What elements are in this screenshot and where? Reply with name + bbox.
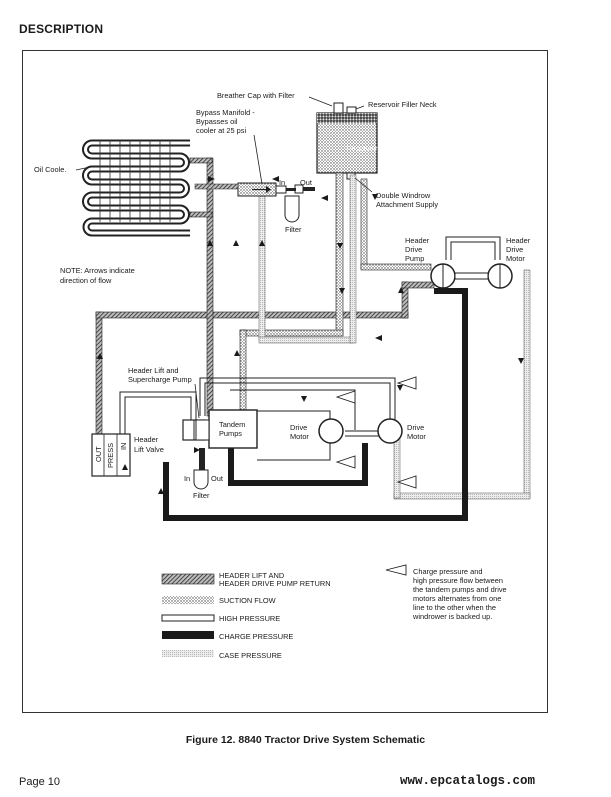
note-label-2: direction of flow — [60, 276, 112, 285]
double-windrow-label-2: Attachment Supply — [376, 200, 438, 209]
filter-label-bottom: Filter — [193, 491, 210, 500]
legend-case-pressure-label: CASE PRESSURE — [219, 651, 282, 660]
bottom-filter — [193, 448, 209, 490]
charge-pressure-lines — [163, 288, 468, 521]
header-drive-pump-label-2: Drive — [405, 245, 422, 254]
legend-swatch-suction — [162, 596, 214, 604]
legend-swatch-return — [161, 573, 215, 585]
reservoir — [316, 102, 378, 180]
legend-charge-pressure-label: CHARGE PRESSURE — [219, 632, 293, 641]
oil-cooler-label: Oil Coole. — [34, 165, 66, 174]
bypass-manifold-label-3: cooler at 25 psi — [196, 126, 246, 135]
breather-cap-label: Breather Cap with Filter — [217, 91, 295, 100]
header-drive-motor-label-3: Motor — [506, 254, 525, 263]
legend-note-5: line to the other when the — [413, 603, 496, 612]
tandem-pumps — [182, 409, 258, 449]
reservoir-label: Reservoir — [346, 144, 378, 153]
drive-motor-right-label-2: Motor — [407, 432, 426, 441]
note-label-1: NOTE: Arrows indicate — [60, 266, 135, 275]
legend-return-label-2: HEADER DRIVE PUMP RETURN — [219, 579, 331, 588]
return-lines — [95, 157, 435, 463]
charge-pressure-indicators — [335, 376, 417, 489]
legend-note-6: windrower is backed up. — [412, 612, 492, 621]
watermark-url[interactable]: www.epcatalogs.com — [400, 774, 536, 788]
bypass-manifold — [194, 182, 315, 223]
flow-arrows — [97, 176, 524, 494]
reservoir-filler-neck-label: Reservoir Filler Neck — [368, 100, 437, 109]
legend-return-label-1: HEADER LIFT AND — [219, 571, 284, 580]
tandem-pumps-label-1: Tandem — [219, 420, 245, 429]
section-heading: DESCRIPTION — [19, 22, 104, 36]
valve-out-label: OUT — [94, 446, 103, 462]
out-label-bottom: Out — [211, 474, 223, 483]
legend: HEADER LIFT AND HEADER DRIVE PUMP RETURN… — [161, 564, 507, 660]
valve-in-label: IN — [119, 443, 128, 450]
legend-charge-indicator-icon — [385, 564, 407, 576]
bypass-manifold-label-1: Bypass Manifold - — [196, 108, 255, 117]
legend-swatch-high-pressure — [161, 614, 215, 622]
drive-motor-right-label-1: Drive — [407, 423, 424, 432]
figure-caption: Figure 12. 8840 Tractor Drive System Sch… — [185, 734, 426, 746]
header-lift-valve-label-1: Header — [134, 435, 159, 444]
drive-motor-left — [318, 418, 344, 444]
legend-swatch-case-pressure — [162, 650, 214, 657]
figure-frame — [22, 50, 548, 713]
case-pressure-lines — [258, 174, 531, 500]
high-pressure-lines — [119, 236, 501, 461]
header-drive-pump-label-3: Pump — [405, 254, 424, 263]
legend-note-3: the tandem pumps and drive — [413, 585, 507, 594]
legend-note-2: high pressure flow between — [413, 576, 503, 585]
in-label-bottom: In — [184, 474, 190, 483]
filter-label-top: Filter — [285, 225, 302, 234]
header-lift-pump-label-1: Header Lift and — [128, 366, 179, 375]
drive-motor-left-label-1: Drive — [290, 423, 307, 432]
legend-swatch-charge-pressure — [162, 631, 214, 639]
header-drive-motor-label-2: Drive — [506, 245, 523, 254]
diagram-labels: Breather Cap with Filter Reservoir Fille… — [34, 91, 531, 500]
header-drive-motor-label-1: Header — [506, 236, 531, 245]
double-windrow-label-1: Double Windrow — [376, 191, 431, 200]
leader-lines — [75, 96, 373, 419]
drive-motor-right — [377, 418, 403, 444]
oil-cooler — [80, 138, 192, 237]
header-lift-valve-label-2: Lift Valve — [134, 445, 164, 454]
valve-press-label: PRESS — [106, 443, 115, 468]
header-lift-pump-label-2: Supercharge Pump — [128, 375, 192, 384]
legend-note-1: Charge pressure and — [413, 567, 482, 576]
bypass-manifold-label-2: Bypasses oil — [196, 117, 238, 126]
suction-lines — [239, 172, 432, 421]
header-drive-pump — [430, 263, 456, 289]
tandem-pumps-label-2: Pumps — [219, 429, 242, 438]
drive-motor-left-label-2: Motor — [290, 432, 309, 441]
out-label-top: Out — [300, 178, 312, 187]
in-label-top: In — [279, 178, 285, 187]
legend-suction-label: SUCTION FLOW — [219, 596, 276, 605]
legend-note-4: motors alternates from one — [413, 594, 501, 603]
legend-high-pressure-label: HIGH PRESSURE — [219, 614, 280, 623]
page-number: Page 10 — [19, 776, 60, 788]
header-drive-motor — [454, 263, 513, 289]
header-drive-pump-label-1: Header — [405, 236, 430, 245]
